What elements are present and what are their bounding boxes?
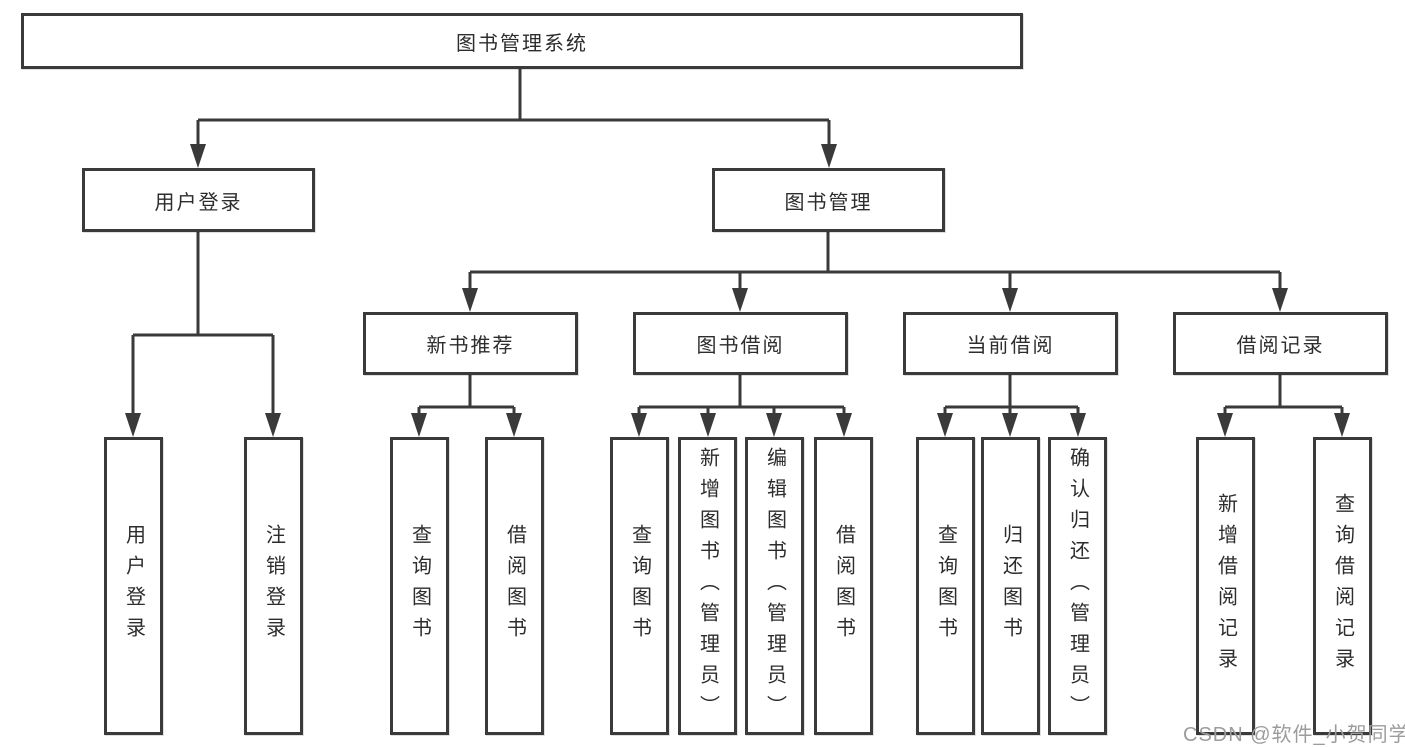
- leaf-user-login: 用户登录: [104, 437, 163, 735]
- node-label: 注销登录: [262, 524, 285, 648]
- node-label: 借阅图书: [503, 524, 526, 648]
- node-label: 新增借阅记录: [1214, 493, 1237, 679]
- node-label: 查询图书: [934, 524, 957, 648]
- node-new-book-recommend: 新书推荐: [363, 312, 578, 375]
- csdn-watermark: CSDN @软件_小贺同学: [1183, 724, 1405, 746]
- leaf-borrow-book-recommend: 借阅图书: [485, 437, 544, 735]
- node-label: 图书管理系统: [456, 32, 588, 55]
- leaf-query-book-current: 查询图书: [916, 437, 975, 735]
- leaf-query-book-borrow: 查询图书: [610, 437, 669, 735]
- leaf-query-borrow-record: 查询借阅记录: [1313, 437, 1372, 735]
- node-label: 归还图书: [999, 524, 1022, 648]
- leaf-add-book-admin: 新增图书（管理员）: [678, 437, 737, 735]
- node-user-login: 用户登录: [82, 168, 315, 232]
- leaf-edit-book-admin: 编辑图书（管理员）: [745, 437, 804, 735]
- node-label: 借阅记录: [1236, 335, 1325, 357]
- node-book-management: 图书管理: [712, 168, 945, 232]
- leaf-confirm-return-admin: 确认归还（管理员）: [1048, 437, 1107, 735]
- node-label: 查询借阅记录: [1331, 493, 1354, 679]
- leaf-logout: 注销登录: [244, 437, 303, 735]
- node-label: 新增图书（管理员）: [696, 446, 719, 726]
- leaf-query-book-recommend: 查询图书: [390, 437, 449, 735]
- node-label: 用户登录: [122, 524, 145, 648]
- node-label: 新书推荐: [426, 335, 515, 357]
- leaf-return-book: 归还图书: [981, 437, 1040, 735]
- node-book-borrow: 图书借阅: [633, 312, 848, 375]
- node-label: 确认归还（管理员）: [1066, 446, 1089, 726]
- node-borrow-record: 借阅记录: [1173, 312, 1388, 375]
- node-label: 编辑图书（管理员）: [763, 446, 786, 726]
- leaf-borrow-book: 借阅图书: [814, 437, 873, 735]
- node-label: 图书管理: [784, 191, 873, 214]
- node-library-management-system: 图书管理系统: [21, 13, 1023, 69]
- leaf-add-borrow-record: 新增借阅记录: [1196, 437, 1255, 735]
- node-label: 图书借阅: [696, 335, 785, 357]
- node-label: 用户登录: [154, 191, 243, 214]
- node-label: 借阅图书: [832, 524, 855, 648]
- node-label: 查询图书: [408, 524, 431, 648]
- node-label: 当前借阅: [966, 335, 1055, 357]
- node-label: 查询图书: [628, 524, 651, 648]
- node-current-borrow: 当前借阅: [903, 312, 1118, 375]
